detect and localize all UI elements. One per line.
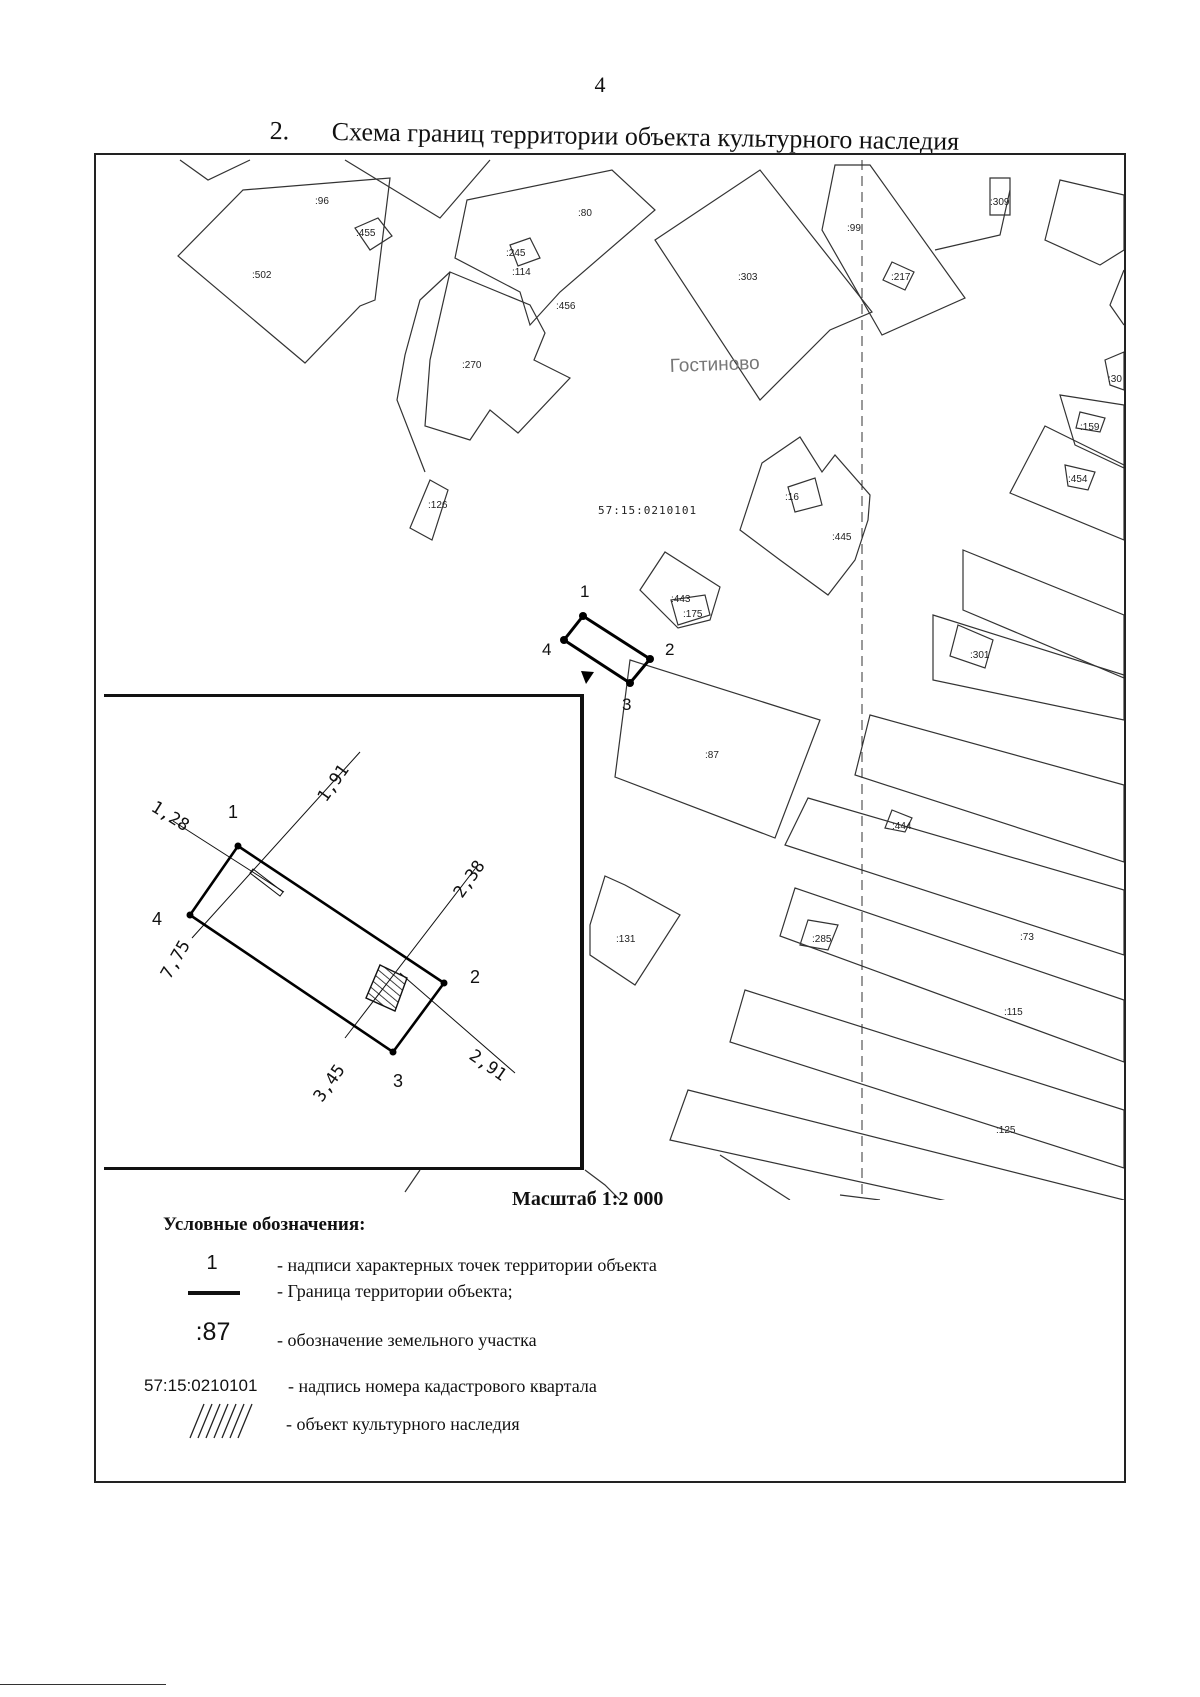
legend-text-heritage: - объект культурного наследия — [286, 1414, 520, 1434]
parcel-label: :96 — [315, 196, 329, 207]
object-boundary-main — [560, 612, 654, 687]
heading-title: Схема границ территории объекта культурн… — [331, 116, 960, 156]
parcel-label: :217 — [891, 272, 911, 283]
legend-text-quarter: - надпись номера кадастрового квартала — [288, 1376, 597, 1396]
footnote-rule — [0, 1684, 166, 1685]
boundary-point-1 — [579, 612, 587, 620]
page-number: 4 — [594, 72, 606, 97]
parcel-label: :443 — [671, 594, 691, 605]
parcel-label: :126 — [428, 500, 448, 511]
map-frame — [94, 153, 1126, 1483]
inset-small-feature — [249, 868, 284, 897]
point-label-3: 3 — [622, 695, 631, 714]
cadastral-quarter-label: 57:15:0210101 — [598, 504, 697, 517]
legend-symbol-parcel: :87 — [195, 1318, 231, 1346]
parcel-label: :87 — [705, 750, 719, 761]
legend-symbol-heritage — [189, 1403, 253, 1439]
boundary-point-2 — [646, 655, 654, 663]
parcel-label: :30 — [1108, 374, 1122, 385]
point-label-2: 2 — [665, 640, 674, 659]
parcel-label: :303 — [738, 272, 758, 283]
parcel-label: :309 — [990, 197, 1010, 208]
map-scale: Масштаб 1:2 000 — [512, 1188, 664, 1210]
inset-point-1 — [234, 842, 242, 850]
dimension-line — [344, 864, 479, 1039]
parcel-label: :502 — [252, 270, 272, 281]
parcel-outlines — [177, 159, 1124, 1200]
parcel-label: :80 — [578, 208, 592, 219]
legend-symbol-point: 1 — [206, 1252, 218, 1274]
heritage-object-hatch — [365, 964, 408, 1012]
dimension-label: 7,75 — [157, 937, 195, 982]
dimension-line — [399, 972, 516, 1074]
parcel-label: :301 — [970, 650, 990, 661]
inset-drawing: 1 2 3 4 1,91 1,28 2,38 7,75 3,45 2,91 — [147, 751, 516, 1106]
parcel-label: :270 — [462, 360, 482, 371]
inset-point-2 — [440, 979, 448, 987]
legend-text-boundary: - Граница территории объекта; — [277, 1281, 513, 1301]
parcel-label: :454 — [1068, 474, 1088, 485]
legend-text-point: - надписи характерных точек территории о… — [277, 1255, 657, 1275]
dimension-line — [172, 820, 285, 893]
legend-symbol-boundary — [188, 1291, 240, 1295]
parcel-label: :444 — [892, 821, 912, 832]
point-label-4: 4 — [542, 640, 551, 659]
parcel-label: :114 — [512, 267, 531, 278]
parcel-label: :445 — [832, 532, 852, 543]
inset-arrow-head — [581, 671, 594, 684]
parcel-label: :245 — [506, 248, 526, 259]
dimension-label: 1,28 — [147, 797, 192, 836]
inset-point-label-2: 2 — [470, 967, 480, 987]
legend-text-parcel: - обозначение земельного участка — [277, 1330, 537, 1350]
parcel-label: :456 — [556, 301, 576, 312]
point-label-1: 1 — [580, 582, 589, 601]
dimension-label: 2,91 — [465, 1046, 510, 1086]
parcel-label: :73 — [1020, 932, 1034, 943]
parcel-label: :131 — [616, 934, 636, 945]
boundary-point-3 — [626, 679, 634, 687]
parcel-label: :115 — [1004, 1007, 1023, 1018]
detail-inset: 1 2 3 4 1,91 1,28 2,38 7,75 3,45 2,91 — [104, 694, 584, 1170]
inset-point-4 — [186, 911, 194, 919]
legend-title: Условные обозначения: — [163, 1214, 366, 1235]
parcel-label: :455 — [356, 228, 376, 239]
parcel-label: :285 — [812, 934, 832, 945]
parcel-label: :16 — [785, 492, 799, 503]
inset-point-3 — [389, 1048, 397, 1056]
place-name: Гостиново — [669, 353, 760, 377]
inset-point-label-4: 4 — [152, 909, 162, 929]
page-heading: 2. Схема границ территории объекта культу… — [270, 116, 960, 157]
dimension-label: 3,45 — [310, 1061, 350, 1106]
object-boundary-inset — [188, 844, 446, 1054]
inset-point-label-3: 3 — [393, 1071, 403, 1091]
parcel-label: :159 — [1080, 422, 1100, 433]
parcel-label: :125 — [996, 1125, 1016, 1136]
heading-number: 2. — [269, 116, 290, 146]
inset-point-label-1: 1 — [228, 802, 238, 822]
dimension-label: 1,91 — [314, 761, 354, 806]
boundary-point-4 — [560, 636, 568, 644]
dimension-line — [191, 751, 361, 939]
parcel-label: :99 — [847, 223, 861, 234]
parcel-label: :175 — [683, 609, 703, 620]
cadastral-map: :96 :455 :502 :80 :245 :114 :456 :270 :3… — [177, 159, 1124, 1200]
legend-symbol-quarter: 57:15:0210101 — [144, 1376, 258, 1395]
dimension-label: 2,38 — [450, 857, 490, 902]
